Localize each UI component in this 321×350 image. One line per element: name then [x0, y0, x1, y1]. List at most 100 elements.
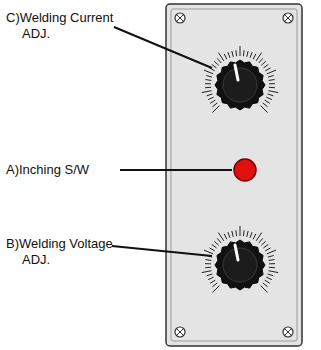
dial-tick [269, 267, 275, 268]
dial-tick [204, 70, 213, 74]
dial-tick [205, 79, 211, 81]
dial-tick [210, 100, 215, 103]
screw-slot [177, 329, 183, 335]
dial-tick [268, 274, 274, 276]
knob-pointer [235, 245, 238, 260]
dial-tick [204, 250, 213, 254]
dial-tick [213, 283, 218, 287]
dial-tick [259, 58, 263, 63]
knob-body [215, 240, 265, 290]
dial-tick [269, 263, 275, 264]
dial-tick [210, 280, 215, 283]
dial-tick [205, 83, 211, 84]
dial-tick [261, 106, 268, 113]
leader-line [120, 169, 232, 171]
dial-tick [208, 277, 213, 280]
screw [175, 13, 185, 23]
dial-tick [265, 248, 270, 251]
dial-tick [205, 87, 211, 88]
dial-tick [207, 274, 213, 276]
dial-tick [217, 58, 221, 63]
dial-tick [263, 244, 268, 248]
dial-tick [214, 241, 218, 245]
dial-tick [207, 94, 213, 96]
dial-tick [202, 91, 212, 93]
screw [175, 327, 185, 337]
dial-tick [265, 100, 270, 103]
dial-tick [235, 230, 237, 236]
dial-tick [208, 97, 213, 100]
leader-line [112, 246, 212, 256]
dial-tick [212, 244, 217, 248]
dial-tick [265, 68, 270, 71]
dial-tick [269, 79, 275, 81]
callout-label: C)Welding Current ADJ. [6, 10, 134, 42]
dial-tick [268, 255, 274, 257]
callout-label: A)Inching S/W [6, 162, 140, 178]
dial-tick [263, 64, 268, 68]
dial-tick [228, 232, 230, 238]
screw-slot [285, 15, 291, 21]
dial-tick [267, 250, 276, 254]
dial-tick [268, 91, 278, 93]
dial-tick [259, 238, 263, 243]
dial-tick [267, 70, 276, 74]
dial-tick [268, 75, 274, 77]
inching-button [234, 159, 256, 181]
dial-tick [268, 94, 274, 96]
dial-tick [213, 103, 218, 107]
screw-slot [285, 329, 291, 335]
dial-tick [269, 83, 275, 84]
dial-tick [240, 46, 241, 56]
dial-tick [228, 52, 230, 58]
dial-tick [206, 75, 212, 77]
dial-tick [253, 234, 256, 239]
leader-line [114, 27, 212, 68]
dial-tick [250, 52, 252, 58]
dial-tick [256, 233, 262, 241]
dial-tick [261, 61, 265, 65]
dial-tick [205, 259, 211, 261]
dial-tick [212, 286, 219, 293]
dial-tick [263, 103, 268, 107]
dial-tick [250, 232, 252, 238]
dial-tick [247, 231, 248, 237]
dial-tick [235, 50, 237, 56]
dial-tick [268, 271, 278, 273]
screw-slot [177, 15, 183, 21]
dial-tick [240, 226, 241, 236]
screw [283, 327, 293, 337]
dial-tick [212, 64, 217, 68]
dial-tick [269, 87, 275, 88]
callout-label: B)Welding Voltage ADJ. [6, 236, 134, 268]
dial-tick [243, 230, 245, 236]
dial-tick [209, 248, 214, 251]
screw-slot [285, 329, 291, 335]
dial-tick [256, 53, 262, 61]
dial-tick [202, 271, 212, 273]
dial-tick [266, 277, 271, 280]
dial-tick [265, 280, 270, 283]
dial-tick [224, 54, 227, 59]
dial-tick [269, 259, 275, 261]
dial-tick [253, 54, 256, 59]
screw-slot [177, 329, 183, 335]
dial-tick [263, 283, 268, 287]
knob-body [215, 60, 265, 110]
dial-tick [218, 233, 224, 241]
panel-screws [175, 13, 293, 337]
control-knobs [215, 60, 265, 290]
dial-tick [232, 231, 233, 237]
dial-tick [247, 51, 248, 57]
screw-slot [285, 15, 291, 21]
dial-tick [232, 51, 233, 57]
knob-face [223, 248, 257, 282]
dial-tick [218, 53, 224, 61]
panel-housing [166, 4, 302, 346]
knob-face [223, 68, 257, 102]
dial-tick [261, 241, 265, 245]
dial-tick [212, 106, 219, 113]
dial-tick [261, 286, 268, 293]
knob-pointer [235, 65, 238, 80]
dial-tick [224, 234, 227, 239]
